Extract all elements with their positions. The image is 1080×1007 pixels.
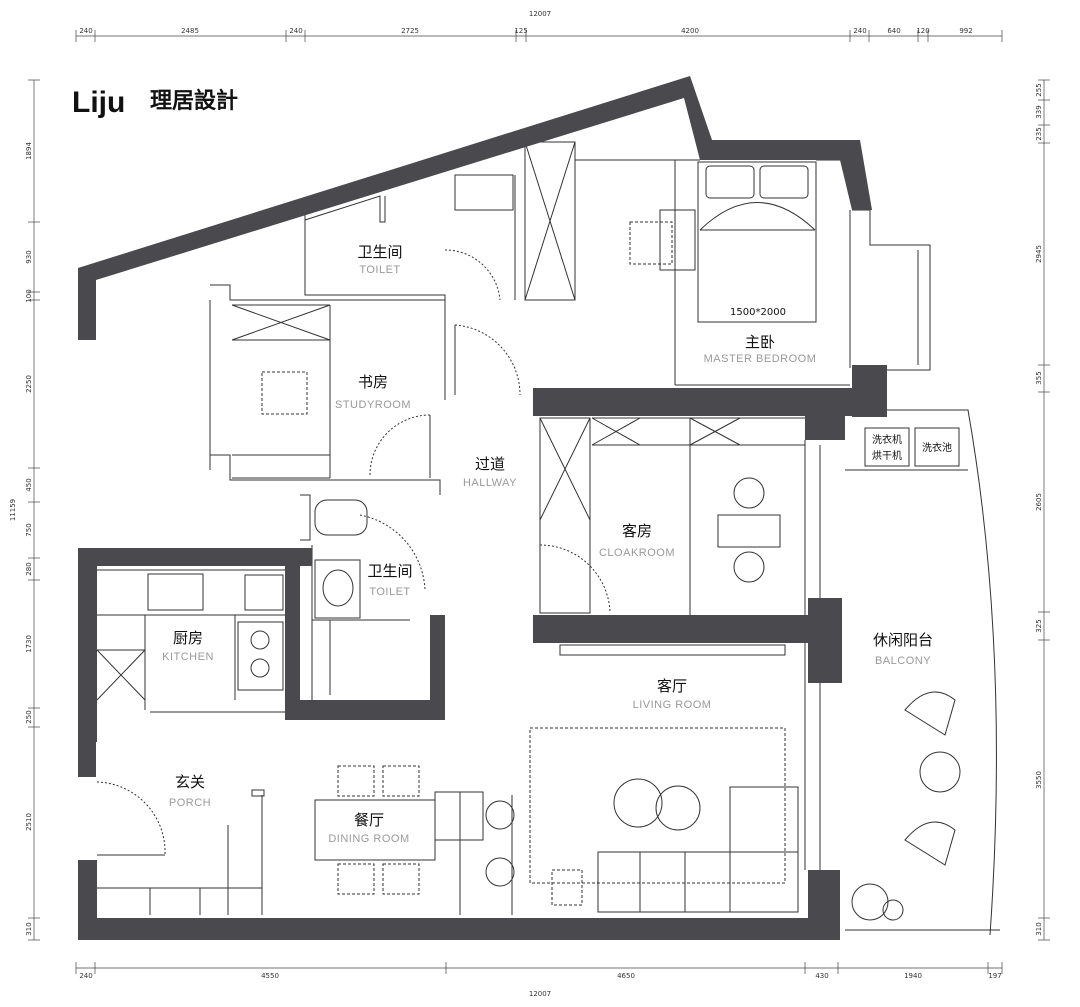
room-study-en: STUDYROOM: [335, 399, 411, 411]
room-toilet-mid-cn: 卫生间: [367, 562, 412, 580]
dim-bottom-4: 1940: [904, 972, 922, 980]
room-porch-cn: 玄关: [175, 773, 205, 791]
dim-top-5: 4200: [681, 27, 699, 35]
room-study-cn: 书房: [358, 373, 388, 391]
dim-right-5: 2605: [1035, 493, 1043, 511]
dim-right-6: 325: [1035, 619, 1043, 632]
dim-left-10: 310: [25, 922, 33, 935]
dimension-lines: [28, 30, 1050, 974]
logo: Liju 理居設計: [72, 86, 238, 119]
dim-right-0: 255: [1035, 83, 1043, 96]
dim-left-6: 280: [25, 562, 33, 575]
room-kitchen-en: KITCHEN: [162, 651, 214, 663]
interior-lines: [96, 141, 1000, 936]
dim-left-9: 2510: [25, 813, 33, 831]
dim-top-3: 2725: [401, 27, 419, 35]
dim-right-4: 355: [1035, 371, 1043, 384]
dim-left-2: 100: [25, 289, 33, 302]
dim-right-7: 3550: [1035, 771, 1043, 789]
dim-right-2: 235: [1035, 127, 1043, 140]
dim-top-0: 240: [79, 27, 92, 35]
dim-bottom-1: 4550: [261, 972, 279, 980]
room-master-en: MASTER BEDROOM: [704, 353, 817, 365]
room-cloak-cn: 客房: [622, 522, 652, 540]
dim-top-2: 240: [289, 27, 302, 35]
dryer-label: 烘干机: [872, 449, 902, 462]
walls: [78, 76, 887, 940]
room-porch-en: PORCH: [169, 797, 211, 809]
room-living-en: LIVING ROOM: [633, 699, 712, 711]
room-master-cn: 主卧: [745, 333, 775, 351]
room-kitchen-cn: 厨房: [173, 629, 203, 647]
dim-left-7: 1730: [25, 635, 33, 653]
dim-left-4: 450: [25, 478, 33, 491]
room-hallway-en: HALLWAY: [463, 477, 517, 489]
room-balcony-en: BALCONY: [875, 655, 931, 667]
dimension-labels: 12007 240 2485 240 2725 125 4200 240 640…: [9, 10, 1043, 998]
dim-right-3: 2945: [1035, 245, 1043, 263]
dim-left-total: 11159: [9, 499, 17, 521]
dim-top-total: 12007: [529, 10, 551, 18]
logo-wordmark: Liju: [72, 86, 125, 119]
dim-top-1: 2485: [181, 27, 199, 35]
dim-bottom-0: 240: [79, 972, 92, 980]
dim-right-1: 339: [1035, 105, 1043, 118]
bed-size-label: 1500*2000: [730, 307, 786, 318]
dim-top-7: 640: [887, 27, 900, 35]
washer-label: 洗衣机: [872, 433, 902, 446]
room-cloak-en: CLOAKROOM: [599, 547, 675, 559]
dim-top-4: 125: [514, 27, 527, 35]
dim-bottom-3: 430: [815, 972, 828, 980]
room-living-cn: 客厅: [657, 677, 687, 695]
dim-right-8: 310: [1035, 922, 1043, 935]
dim-left-5: 750: [25, 523, 33, 536]
dim-top-8: 120: [916, 27, 929, 35]
room-hallway-cn: 过道: [475, 455, 505, 473]
room-dining-en: DINING ROOM: [328, 833, 409, 845]
dim-left-1: 930: [25, 250, 33, 263]
laundry-sink-label: 洗衣池: [922, 441, 952, 454]
dim-bottom-5: 197: [988, 972, 1001, 980]
dim-bottom-2: 4650: [617, 972, 635, 980]
room-balcony-cn: 休闲阳台: [873, 631, 933, 649]
room-dining-cn: 餐厅: [354, 811, 384, 829]
room-labels: 卫生间 TOILET 书房 STUDYROOM 主卧 MASTER BEDROO…: [162, 243, 952, 845]
dim-bottom-total: 12007: [529, 990, 551, 998]
dim-top-9: 992: [959, 27, 972, 35]
dim-left-3: 2250: [25, 375, 33, 393]
dim-left-0: 1894: [25, 142, 33, 160]
dim-top-6: 240: [853, 27, 866, 35]
logo-chinese: 理居設計: [150, 88, 238, 114]
room-toilet-top-cn: 卫生间: [357, 243, 402, 261]
room-toilet-mid-en: TOILET: [369, 586, 410, 598]
room-toilet-top-en: TOILET: [359, 264, 400, 276]
dim-left-8: 250: [25, 710, 33, 723]
